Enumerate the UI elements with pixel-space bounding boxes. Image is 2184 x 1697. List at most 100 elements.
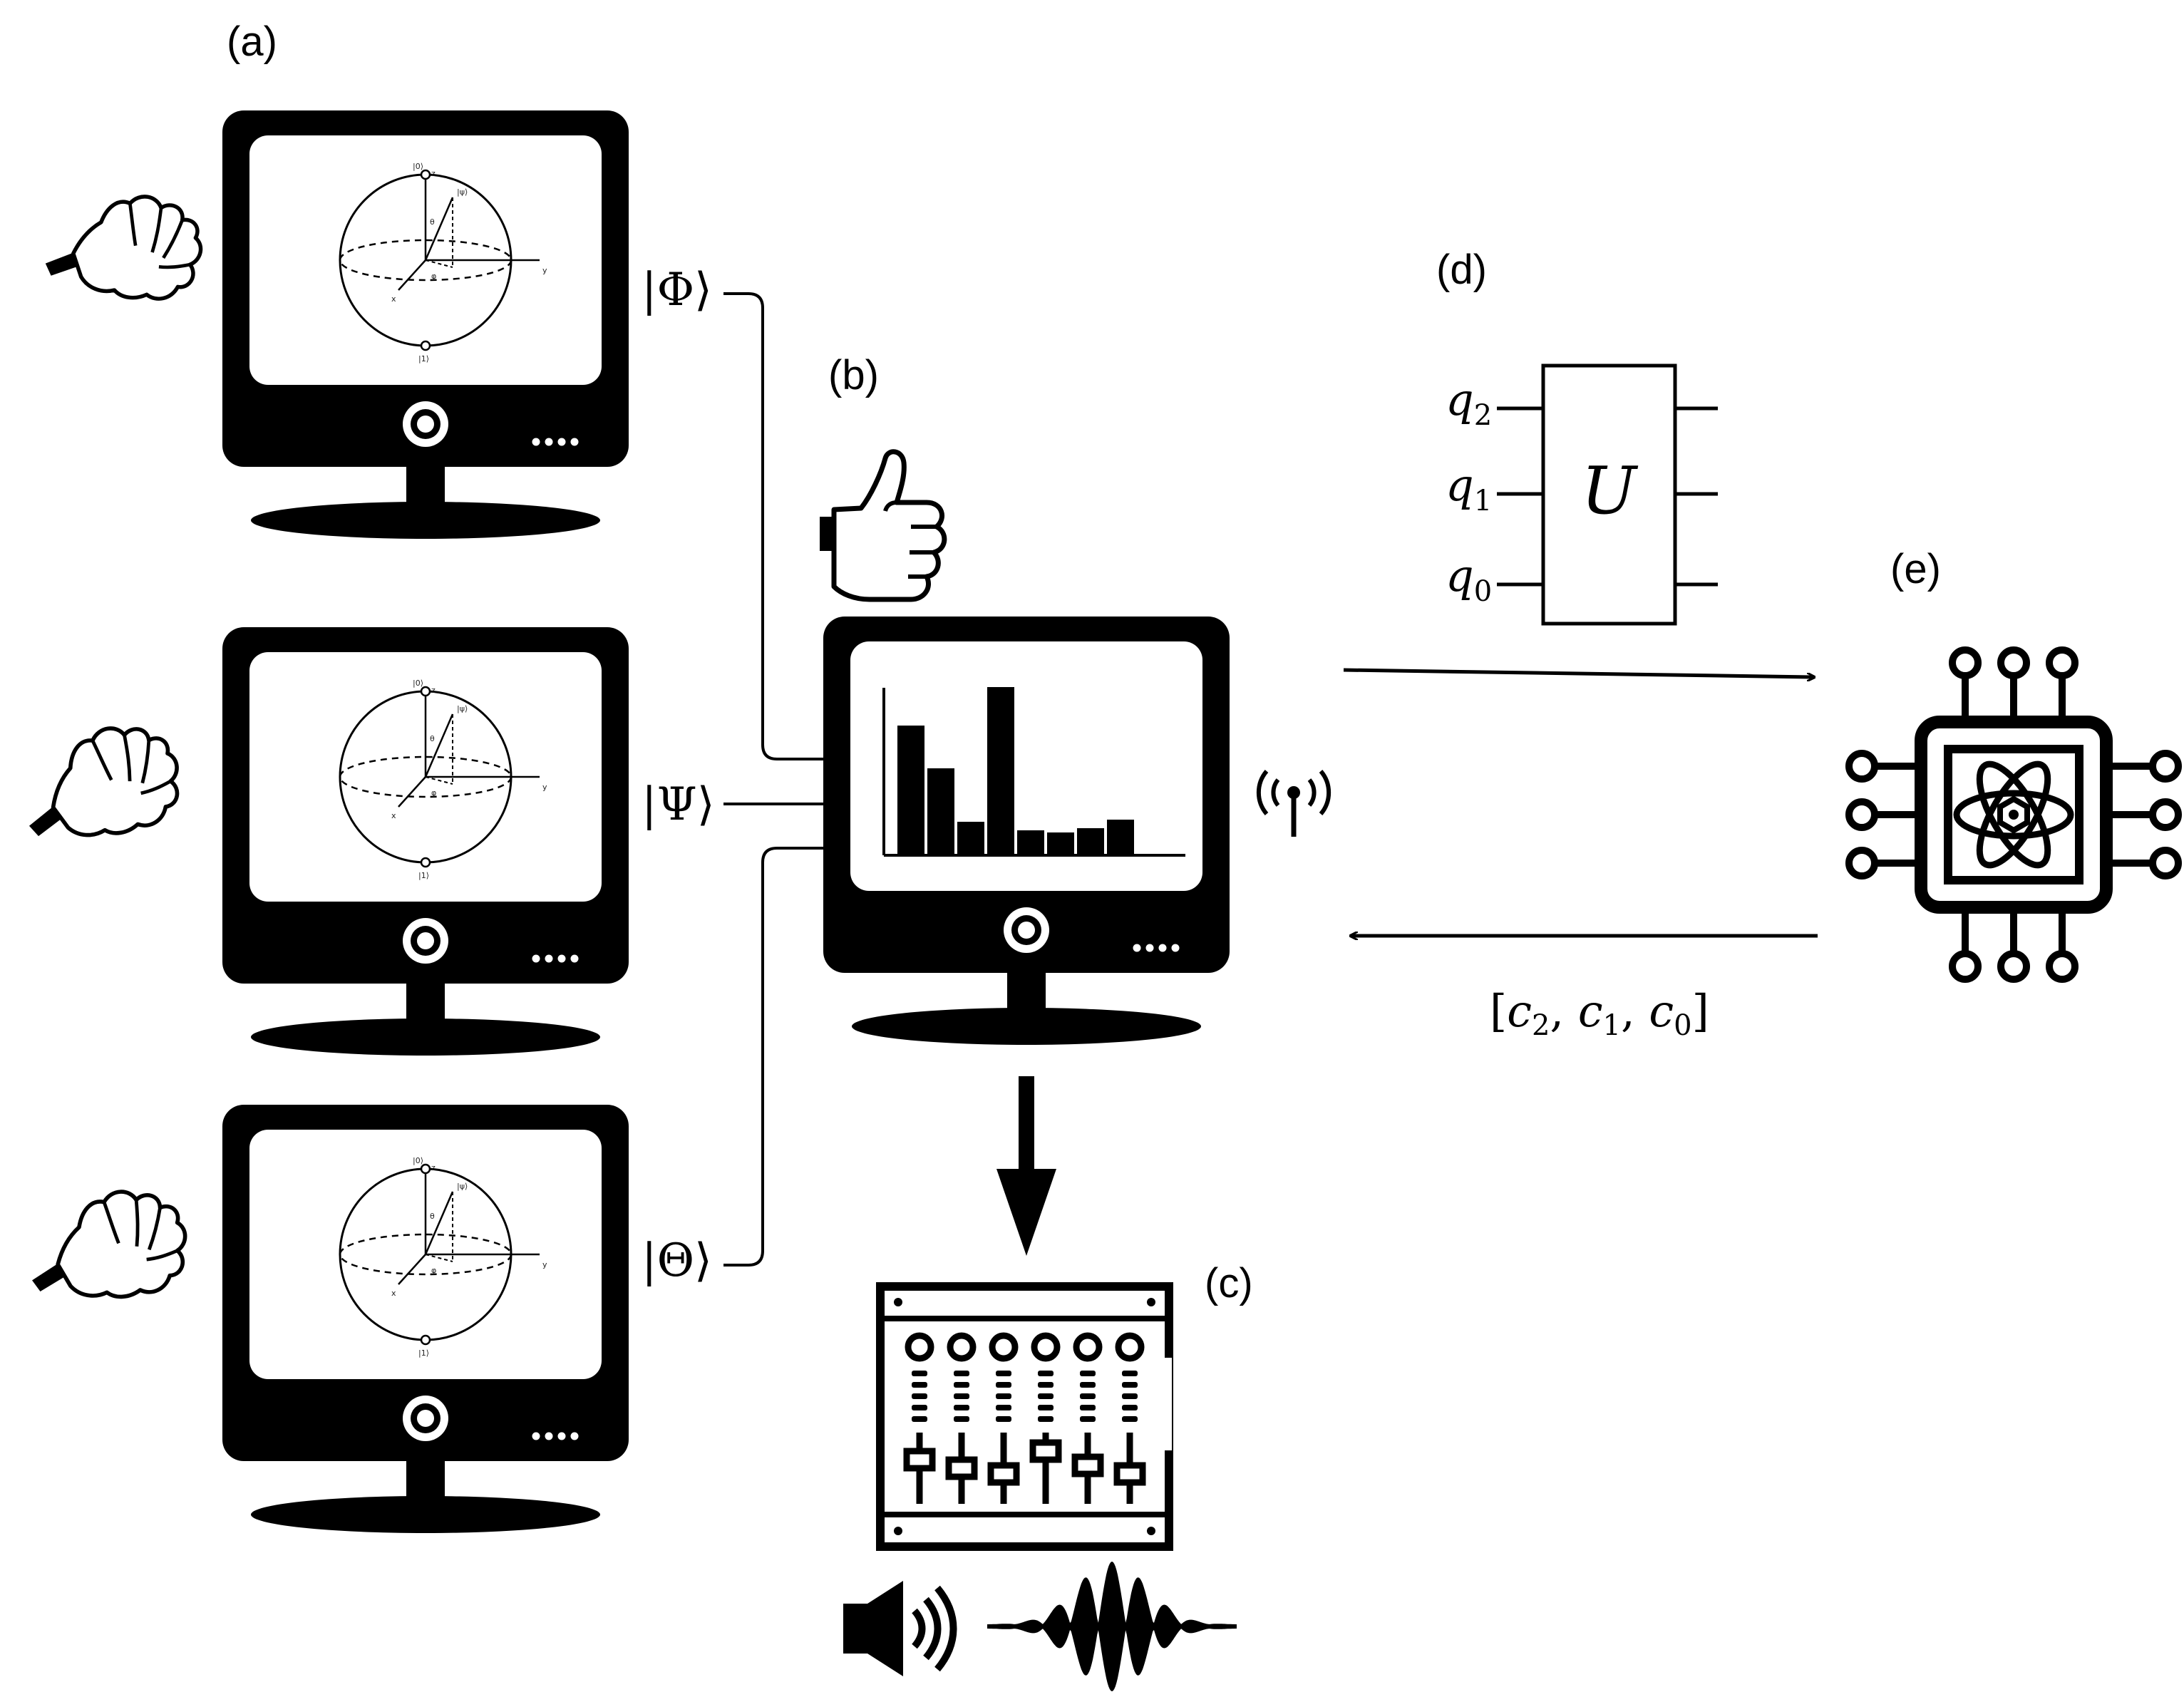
bloch-sphere: |0⟩ |1⟩ |ψ⟩ θ φ x y z [339,1156,547,1358]
panel-label-a: (a) [227,19,277,65]
mixer-level-dash [996,1416,1011,1422]
mixer-fader-handle [903,1448,936,1472]
bloch-ket0-label: |0⟩ [413,679,423,688]
mixer-knob [905,1332,934,1362]
qubit-label-q0: q0 [1446,550,1492,608]
bloch-x-label: x [391,294,396,304]
histogram-bar [957,822,984,854]
atom-icon [1953,760,2074,869]
mixer-fader-handle [1071,1453,1104,1477]
mixer-fader-handle [1029,1439,1062,1463]
panel-label-d: (d) [1436,247,1487,293]
mixer-knob [1115,1332,1145,1362]
mixer-knob [1031,1332,1061,1362]
bloch-z-label: z [431,1163,436,1172]
mixer-level-dash [1038,1405,1054,1410]
state-theta-label: |Θ⟩ [642,1234,712,1287]
bloch-y-label: y [542,783,547,792]
bloch-psi-label: |ψ⟩ [457,1182,468,1191]
mixer-fader-handle [945,1456,978,1480]
mixer-level-dash [1122,1393,1138,1399]
bloch-ket1-label: |1⟩ [418,1348,429,1358]
qubit-label-q2: q2 [1446,373,1492,432]
mixer-level-dash [912,1393,927,1399]
histogram [882,687,1185,857]
panel-label-c: (c) [1205,1260,1253,1306]
bloch-y-label: y [542,266,547,275]
mixer-channel [945,1332,978,1504]
mixer-knob [947,1332,977,1362]
mixer-knob [989,1332,1019,1362]
mixer-level-dash [954,1382,969,1388]
mixer-channel [1071,1332,1104,1504]
bloch-theta-label: θ [430,217,435,227]
mixer-level-dash [1080,1371,1096,1376]
qubit-label-q1: q1 [1446,459,1492,517]
mixer-level-dash [1122,1371,1138,1376]
mixer-level-dash [954,1393,969,1399]
bloch-y-label: y [542,1260,547,1269]
hand-wave-icon [18,1180,195,1316]
mixer-level-dash [1080,1405,1096,1410]
mixer-level-dash [954,1371,969,1376]
bloch-sphere: |0⟩ |1⟩ |ψ⟩ θ φ x y z [339,679,547,880]
bloch-ket0-label: |0⟩ [413,162,423,171]
mixer-level-dash [1038,1382,1054,1388]
bloch-ket0-label: |0⟩ [413,1156,423,1165]
mixer-knob [1073,1332,1103,1362]
mixer-level-dash [912,1405,927,1410]
output-arrow [996,1076,1056,1256]
mixer-level-dash [1038,1416,1054,1422]
speaker-icon [843,1581,957,1676]
quantum-chip-icon [1845,646,2182,983]
quantum-gate: U q2 q1 q0 [1446,363,1718,626]
histogram-bar [987,687,1014,854]
mixer-fader-handle [1113,1462,1146,1486]
histogram-bar [1077,828,1104,854]
mixer-level-dash [1038,1393,1054,1399]
mixer-level-dash [1122,1416,1138,1422]
mixer-level-dash [912,1382,927,1388]
bloch-psi-label: |ψ⟩ [457,704,468,713]
mixer-fader-handle [987,1462,1020,1486]
gate-label: U [1581,453,1639,529]
mixer-level-dash [1080,1393,1096,1399]
gate-box [1541,363,1677,626]
mixer-level-dash [954,1405,969,1410]
bloch-z-label: z [431,686,436,695]
mixer-channel [987,1332,1020,1504]
panel-label-b: (b) [828,352,879,398]
bloch-theta-label: θ [430,1212,435,1221]
mixer-channel [1113,1332,1146,1504]
wire-theta [723,847,830,1267]
mixer-level-dash [996,1371,1011,1376]
bloch-x-label: x [391,811,396,820]
bloch-phi-label: φ [431,788,436,798]
histogram-bar [927,768,954,854]
state-psi-label: |Ψ⟩ [642,778,715,831]
mixer-level-dash [996,1405,1011,1410]
bloch-ket1-label: |1⟩ [418,354,429,363]
mixer-level-dash [1122,1405,1138,1410]
histogram-bar [1017,830,1044,854]
mixer-level-dash [996,1382,1011,1388]
client-monitor-psi: |0⟩ |1⟩ |ψ⟩ θ φ x y z [222,627,629,1056]
server-monitor [823,617,1230,1045]
bloch-phi-label: φ [431,1266,436,1275]
client-monitor-theta: |0⟩ |1⟩ |ψ⟩ θ φ x y z [222,1105,629,1533]
mixer-level-dash [996,1393,1011,1399]
client-monitor-phi: |0⟩ |1⟩ |ψ⟩ θ φ x y z [222,110,629,539]
histogram-bar [897,726,924,854]
mixer-level-dash [1122,1382,1138,1388]
antenna-signal-icon [1256,770,1331,837]
bloch-ket1-label: |1⟩ [418,871,429,880]
audio-mixer-icon [876,1282,1173,1551]
bloch-z-label: z [431,169,436,178]
wire-phi [723,292,830,760]
mixer-level-dash [954,1416,969,1422]
bloch-theta-label: θ [430,734,435,743]
mixer-level-dash [912,1416,927,1422]
sound-wave-icon [987,1562,1237,1691]
